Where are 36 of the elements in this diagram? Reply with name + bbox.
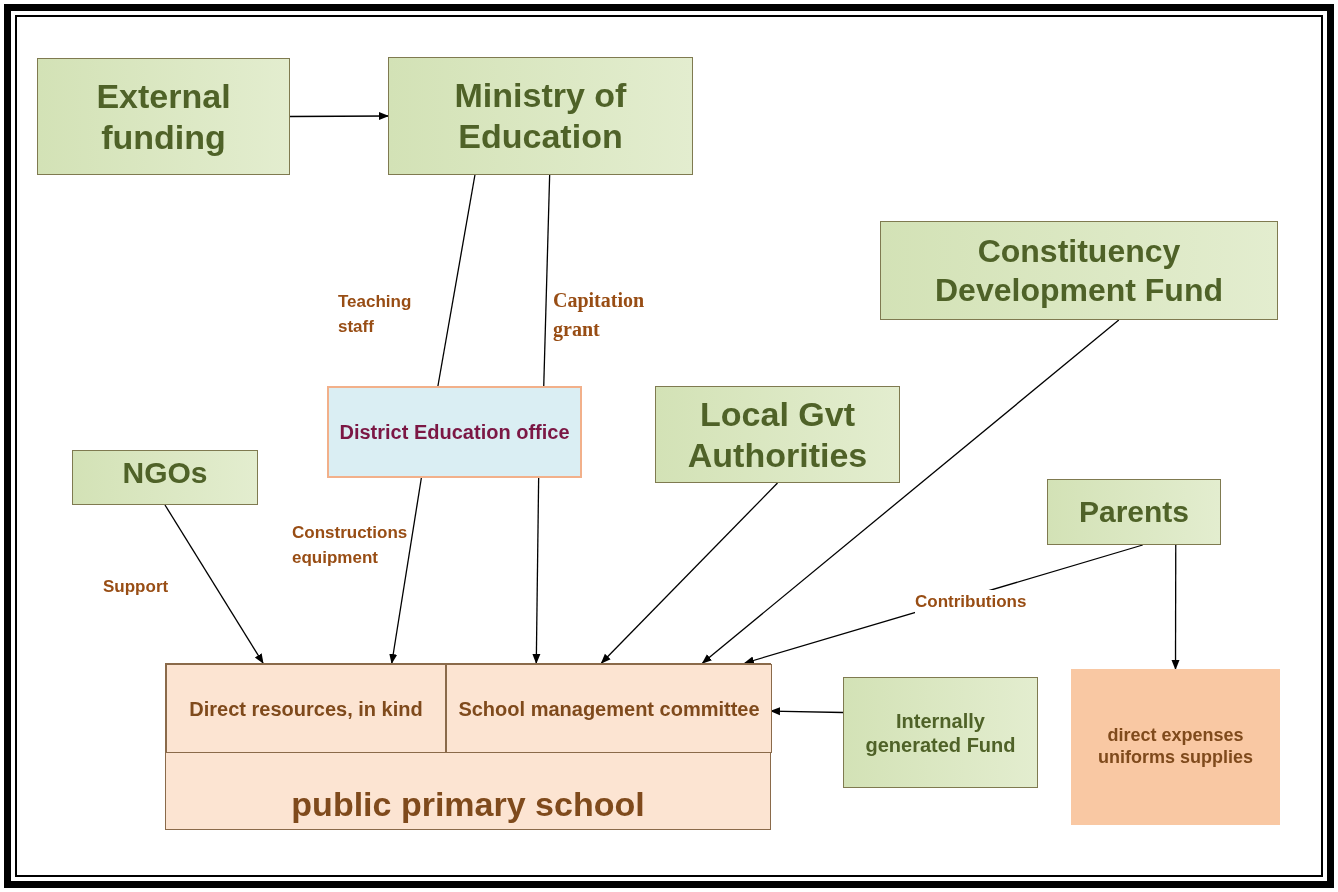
process-box bbox=[388, 57, 693, 175]
process-box bbox=[880, 221, 1278, 320]
process-box bbox=[843, 677, 1038, 788]
process-box bbox=[72, 450, 258, 505]
arrow bbox=[289, 112, 389, 121]
process-box bbox=[1047, 479, 1221, 545]
process-box bbox=[655, 386, 900, 483]
edge-label: Constructions equipment bbox=[292, 522, 409, 569]
process-box bbox=[327, 386, 582, 478]
box-label: Direct resources, in kind bbox=[189, 696, 423, 721]
box-label: Ministry of Education bbox=[453, 75, 628, 157]
box-label: Internally generated Fund bbox=[864, 708, 1017, 757]
box-label: School management committee bbox=[458, 696, 760, 721]
arrow bbox=[770, 707, 844, 716]
box-label: public primary school bbox=[291, 784, 645, 825]
edge-label: Teaching staff bbox=[338, 291, 413, 338]
box-label: External funding bbox=[95, 75, 232, 158]
arrow bbox=[532, 477, 541, 664]
arrow bbox=[600, 482, 779, 664]
arrow bbox=[1171, 544, 1180, 670]
box-label: District Education office bbox=[339, 420, 570, 444]
arrow bbox=[164, 504, 264, 664]
process-box bbox=[1071, 669, 1280, 825]
edge-label: Support bbox=[103, 576, 170, 598]
cell-box bbox=[166, 664, 446, 753]
box-label: Constituency Development Fund bbox=[934, 232, 1224, 309]
box-label: Local Gvt Authorities bbox=[686, 393, 869, 476]
arrow bbox=[389, 477, 422, 664]
box-label: NGOs bbox=[122, 455, 208, 491]
cell-box bbox=[446, 664, 772, 753]
arrow bbox=[701, 319, 1120, 664]
process-box bbox=[37, 58, 290, 175]
box-label: direct expenses uniforms supplies bbox=[1097, 725, 1254, 769]
box-label: Parents bbox=[1078, 494, 1190, 530]
process-box bbox=[165, 663, 771, 830]
edge-label: Capitation grant bbox=[553, 288, 646, 343]
